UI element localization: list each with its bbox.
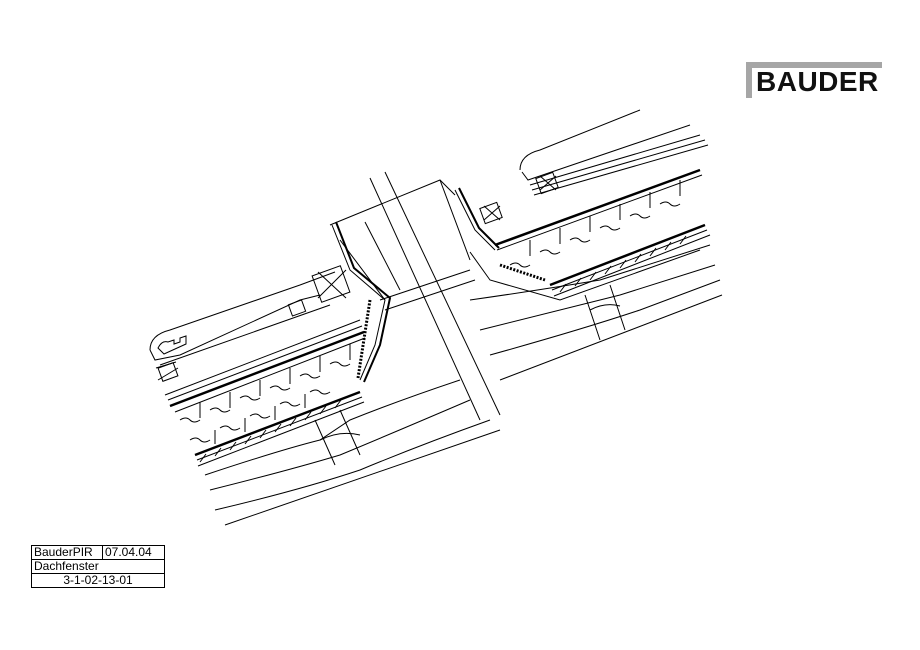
drawing-title: Dachfenster — [34, 559, 99, 573]
right-insulation — [499, 180, 681, 282]
title-block-row-number: 3-1-02-13-01 — [32, 574, 164, 587]
left-vapor-barrier — [194, 390, 365, 467]
drawing-number: 3-1-02-13-01 — [63, 573, 133, 587]
left-insulation — [179, 344, 351, 444]
left-battens — [164, 319, 366, 413]
logo-accent-bar-top — [746, 62, 882, 68]
right-roof-tiles — [479, 109, 709, 225]
drawing-date: 07.04.04 — [102, 546, 154, 559]
title-block-row-product: BauderPIR 07.04.04 — [32, 546, 164, 560]
left-flashing — [331, 221, 392, 383]
right-flashing — [454, 187, 701, 301]
left-ceiling-lines — [204, 379, 501, 526]
logo-text: BAUDER — [756, 66, 879, 97]
left-roof-tiles — [149, 265, 351, 382]
logo-accent-bar-left — [746, 62, 752, 98]
window-frame — [329, 171, 501, 421]
title-block-row-title: Dachfenster — [32, 560, 164, 574]
right-battens — [494, 168, 703, 251]
right-ceiling-lines — [469, 244, 723, 381]
title-block: BauderPIR 07.04.04 Dachfenster 3-1-02-13… — [31, 545, 165, 588]
bauder-logo: BAUDER — [746, 62, 882, 98]
product-name: BauderPIR — [34, 545, 93, 559]
right-vapor-barrier — [549, 223, 711, 297]
